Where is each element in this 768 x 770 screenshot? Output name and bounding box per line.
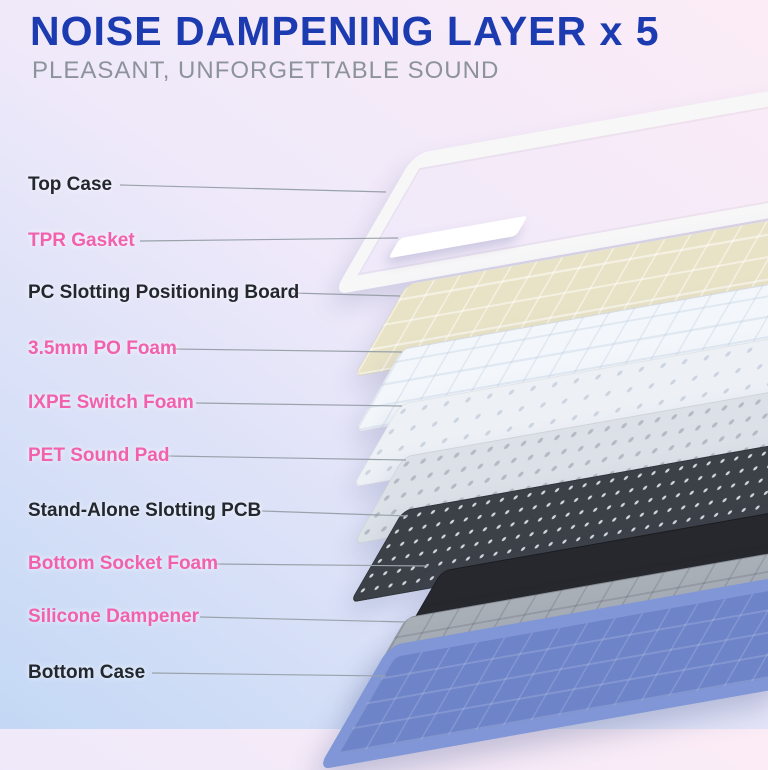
label-ixpe-switch-foam: IXPE Switch Foam bbox=[28, 392, 194, 413]
page-title: NOISE DAMPENING LAYER x 5 bbox=[30, 8, 660, 54]
label-bottom-socket-foam: Bottom Socket Foam bbox=[28, 553, 219, 574]
label-pet-sound-pad: PET Sound Pad bbox=[28, 445, 170, 466]
label-pc-slotting-positioning-board: PC Slotting Positioning Board bbox=[28, 282, 300, 303]
label-top-case: Top Case bbox=[28, 174, 113, 195]
label-bottom-case: Bottom Case bbox=[28, 662, 146, 683]
label-po-foam: 3.5mm PO Foam bbox=[28, 338, 177, 359]
label-tpr-gasket: TPR Gasket bbox=[28, 230, 135, 251]
label-stand-alone-slotting-pcb: Stand-Alone Slotting PCB bbox=[28, 500, 262, 521]
label-silicone-dampener: Silicone Dampener bbox=[28, 606, 200, 627]
page-subtitle: PLEASANT, UNFORGETTABLE SOUND bbox=[32, 57, 500, 84]
header: NOISE DAMPENING LAYER x 5 PLEASANT, UNFO… bbox=[30, 8, 660, 85]
